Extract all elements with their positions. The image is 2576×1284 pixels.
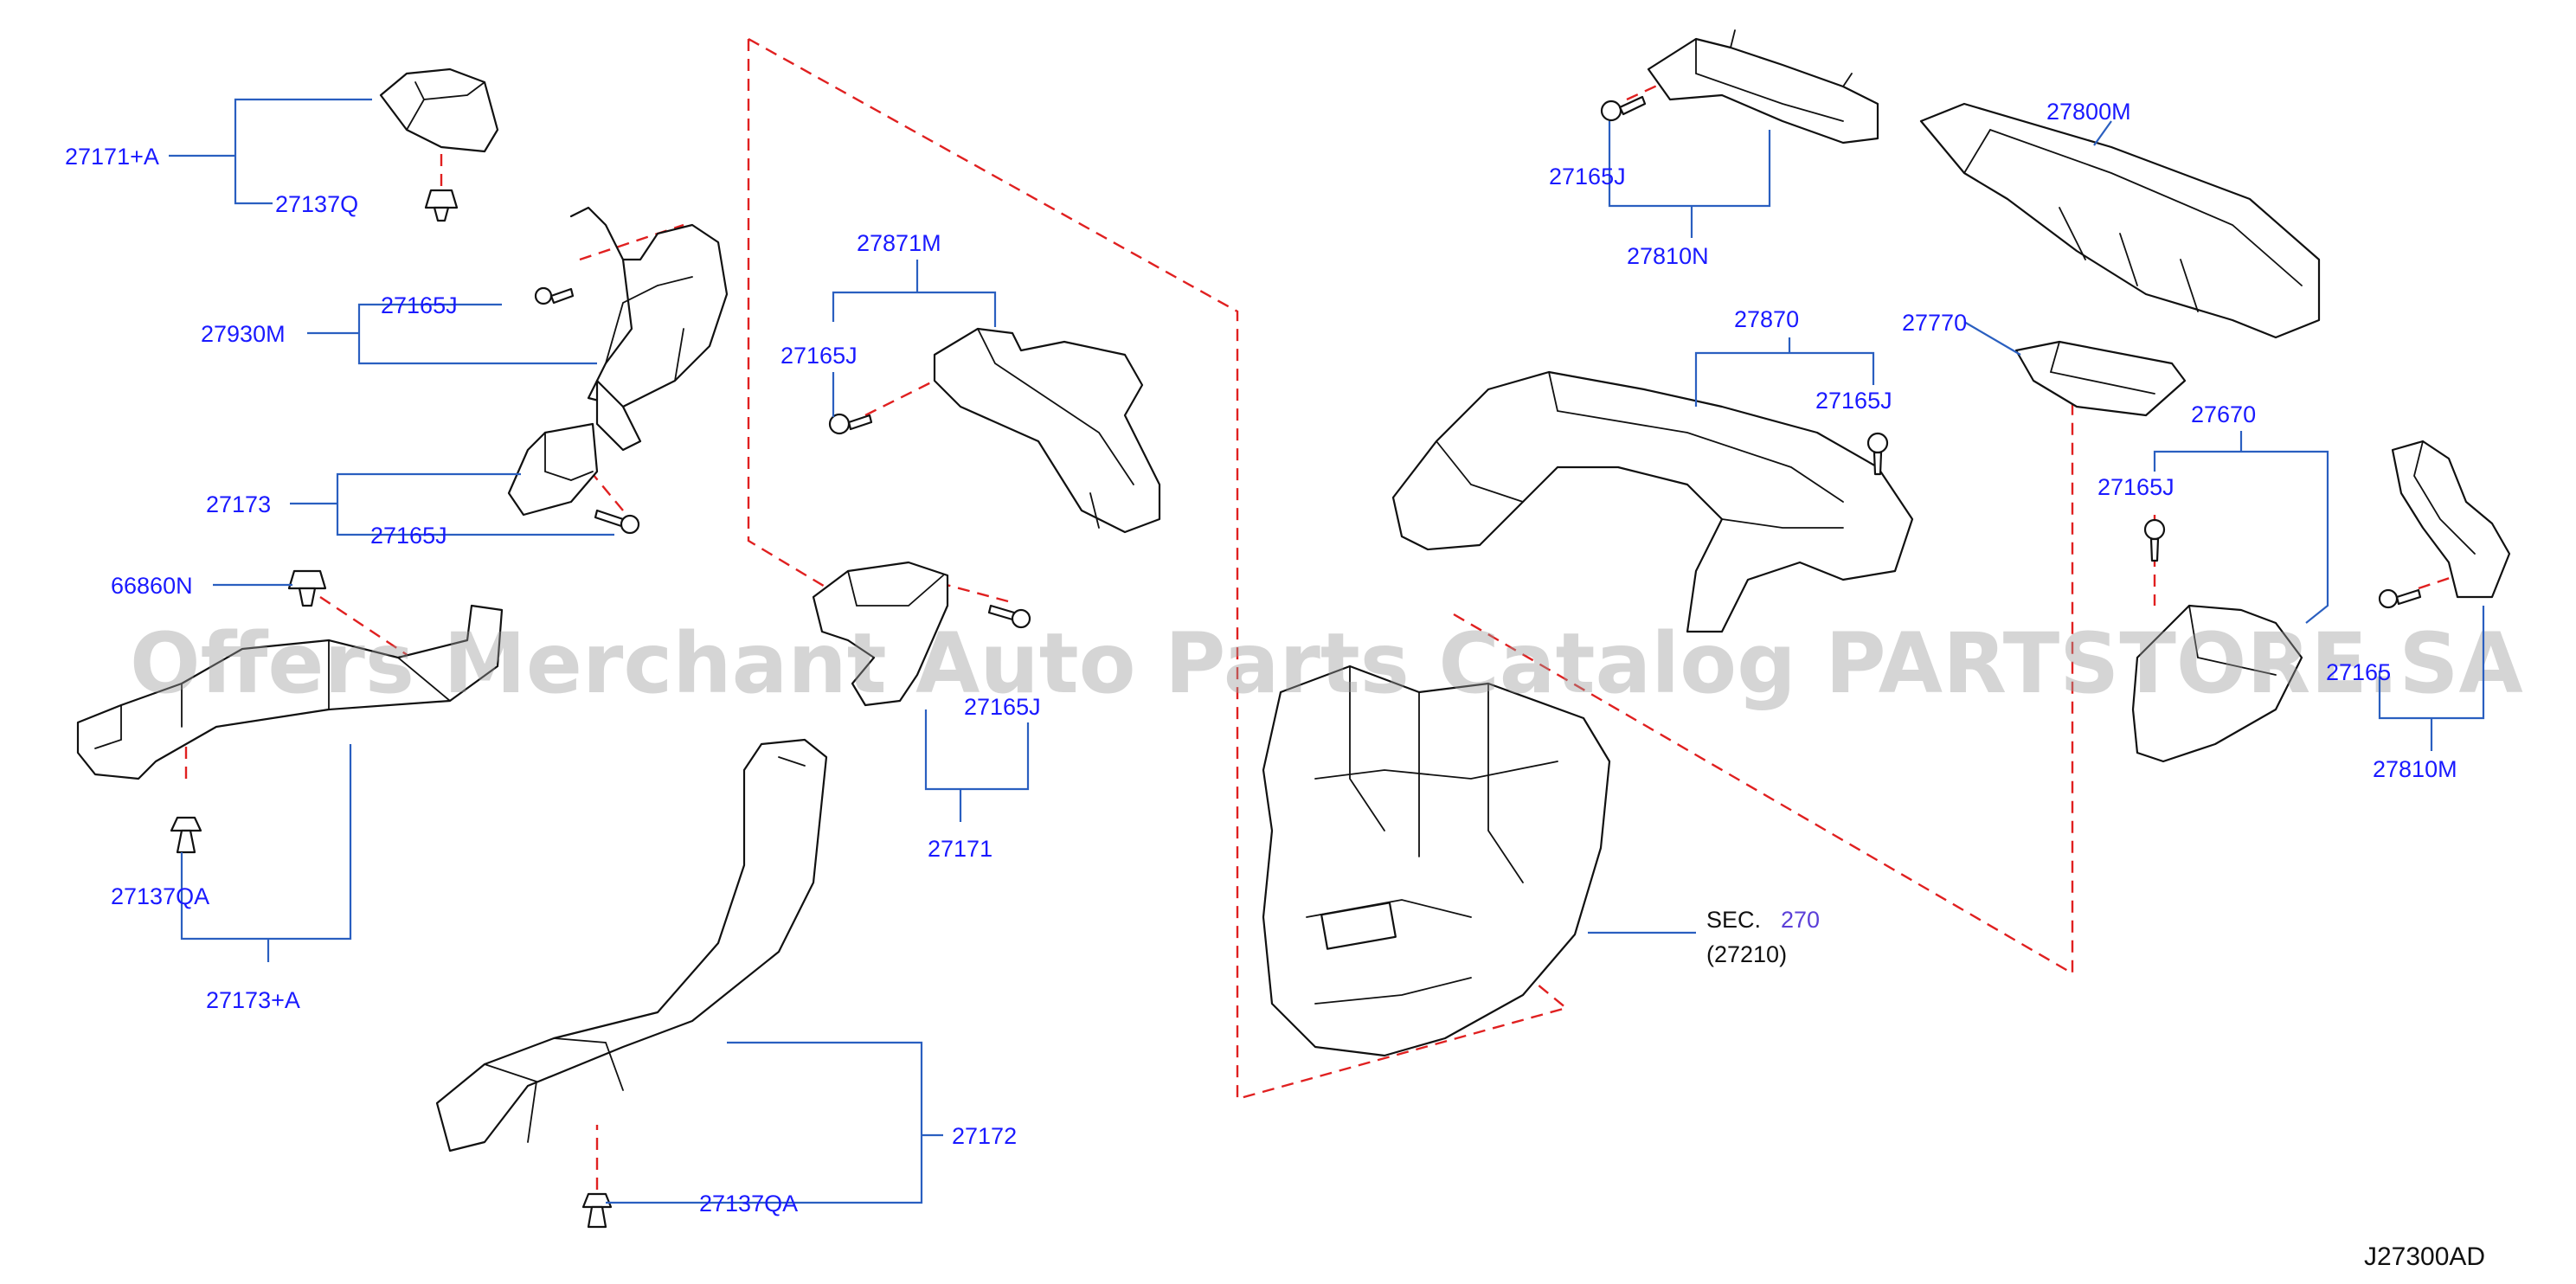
label-27137QA-a[interactable]: 27137QA <box>111 883 209 909</box>
label-27871M[interactable]: 27871M <box>857 230 941 256</box>
duct-27171A <box>379 67 499 153</box>
duct-27870 <box>1391 370 1914 633</box>
clip-27137QA-a <box>170 816 202 854</box>
duct-27810N <box>1647 29 1879 144</box>
duct-27670 <box>2131 604 2303 763</box>
label-27173A[interactable]: 27173+A <box>206 987 300 1013</box>
screw-27165J-g <box>2143 518 2166 562</box>
screw-27165-h <box>2378 588 2422 609</box>
label-27165J-c[interactable]: 27165J <box>781 343 858 369</box>
drawing-code: J27300AD <box>2364 1242 2485 1271</box>
duct-27930M <box>569 206 729 452</box>
label-27165-partial[interactable]: 27165 <box>2326 659 2391 685</box>
label-27930M[interactable]: 27930M <box>201 321 286 347</box>
label-27137QA-b[interactable]: 27137QA <box>699 1191 798 1217</box>
bracket-27173 <box>507 422 599 517</box>
label-27810M[interactable]: 27810M <box>2373 756 2457 782</box>
duct-27770 <box>2014 340 2187 417</box>
label-27800M[interactable]: 27800M <box>2046 99 2131 125</box>
label-27171A[interactable]: 27171+A <box>65 144 159 170</box>
label-27810N[interactable]: 27810N <box>1627 243 1709 269</box>
leader-lines <box>169 98 2485 1204</box>
sub-assembly-frame-center <box>747 37 1569 1101</box>
watermark-text: Offers Merchant Auto Parts Catalog PARTS… <box>130 615 2523 712</box>
nozzle-27800M <box>1919 102 2321 339</box>
label-66860N[interactable]: 66860N <box>111 573 193 599</box>
label-27173[interactable]: 27173 <box>206 491 271 517</box>
label-sec-number[interactable]: 270 <box>1781 907 1820 933</box>
screw-27165J-c <box>828 413 873 435</box>
label-27770[interactable]: 27770 <box>1902 310 1967 336</box>
screw-27165J-e <box>1600 95 1647 122</box>
screw-27165J-f <box>1866 432 1889 476</box>
label-27870[interactable]: 27870 <box>1734 306 1799 332</box>
label-27165J-e[interactable]: 27165J <box>1549 164 1626 189</box>
label-27165J-a[interactable]: 27165J <box>381 292 458 318</box>
label-27165J-d[interactable]: 27165J <box>964 694 1041 720</box>
label-27165J-g[interactable]: 27165J <box>2097 474 2175 500</box>
screw-27165J-a <box>534 286 575 305</box>
label-27165J-f[interactable]: 27165J <box>1815 388 1892 414</box>
label-27137Q[interactable]: 27137Q <box>275 191 358 217</box>
label-sec-prefix: SEC. <box>1706 907 1761 933</box>
label-27171[interactable]: 27171 <box>928 836 992 862</box>
part-labels: 27171+A 27137Q 27930M 27165J 27173 27165… <box>65 99 2457 1217</box>
label-27172[interactable]: 27172 <box>952 1123 1017 1149</box>
screw-27165J-d <box>987 604 1031 629</box>
heater-unit-27210 <box>1262 664 1611 1057</box>
label-sec-sub: (27210) <box>1706 941 1787 967</box>
clip-27137QA-b <box>581 1192 613 1229</box>
duct-27173A <box>76 604 504 780</box>
duct-27810M <box>2391 440 2511 599</box>
duct-27171 <box>812 561 949 707</box>
clip-27137Q <box>424 189 459 222</box>
screw-27165J-b <box>594 509 640 535</box>
duct-27871M <box>933 327 1161 534</box>
duct-27172 <box>435 738 828 1152</box>
clip-66860N <box>287 569 327 607</box>
label-27670[interactable]: 27670 <box>2191 401 2256 427</box>
label-27165J-b[interactable]: 27165J <box>370 523 447 549</box>
